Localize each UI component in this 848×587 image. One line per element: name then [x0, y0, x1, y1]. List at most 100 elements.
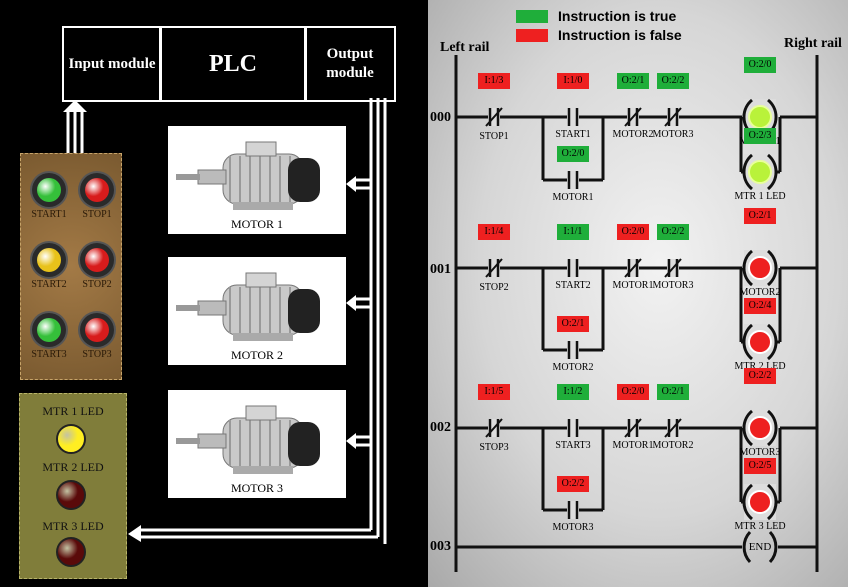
rung1-coil1-label: MOTOR2: [739, 287, 781, 298]
rung1-seal-contact: [567, 341, 579, 359]
motor-3-label: MOTOR 3: [230, 481, 284, 495]
motor-2-label: MOTOR 2: [230, 348, 284, 362]
stop2-label: STOP2: [82, 279, 112, 290]
rung2-coil2-label: MTR 3 LED: [734, 521, 786, 532]
stop3-lamp: [85, 318, 109, 342]
start2-button[interactable]: [32, 243, 66, 277]
ladder-diagram: Instruction is true Instruction is false…: [428, 0, 848, 587]
start2-label: START2: [31, 279, 67, 290]
plc-box: PLC: [159, 26, 307, 102]
right-rail-title: Right rail: [784, 36, 842, 51]
stop3-button[interactable]: [80, 313, 114, 347]
start3-button[interactable]: [32, 313, 66, 347]
left-rail-title: Left rail: [440, 40, 490, 55]
motor-2-icon: [176, 272, 320, 341]
rung1-coil2-label: MTR 2 LED: [734, 361, 786, 372]
rung0-seal-label: MOTOR1: [552, 192, 594, 203]
rung-number-000: 000: [430, 110, 451, 125]
pushbutton-panel: START1 STOP1 START2 STOP2 START3 STOP3: [20, 153, 122, 380]
legend-true-text: Instruction is true: [558, 8, 677, 24]
stop1-button[interactable]: [80, 173, 114, 207]
rung1-coil2-tag: O:2/4: [744, 298, 776, 314]
stop2-button[interactable]: [80, 243, 114, 277]
legend-false-swatch: [516, 29, 548, 42]
end-coil: [742, 530, 778, 564]
plc-hardware-panel: Input module PLC Output module START: [19, 26, 396, 579]
rung0-seal-tag: O:2/0: [557, 146, 589, 162]
rung1-coil1-coil: [742, 249, 778, 287]
rung2-nc2-label: MOTOR2: [652, 440, 694, 451]
rung1-coil1-tag: O:2/1: [744, 208, 776, 224]
rung0-stop-contact: [485, 107, 503, 127]
rung1-nc2-contact: [664, 258, 682, 278]
rung1-nc2-label: MOTOR3: [652, 280, 694, 291]
start1-button[interactable]: [32, 173, 66, 207]
input-module-box: Input module: [62, 26, 162, 102]
rung2-start-contact: [567, 419, 579, 437]
rung0-nc2-label: MOTOR3: [652, 129, 694, 140]
rung2-nc1-label: MOTOR1: [612, 440, 654, 451]
motor-1-image: MOTOR 1: [168, 126, 346, 234]
rung1-coil2-coil: [742, 323, 778, 361]
motor-3-icon: [176, 405, 320, 474]
rung0-coil2-coil: [742, 153, 778, 191]
mtr1-led-label: MTR 1 LED: [42, 404, 104, 418]
rung2-coil2-coil: [742, 483, 778, 521]
rung1-stop-tag: I:1/4: [478, 224, 510, 240]
rung2-stop-contact: [485, 418, 503, 438]
rung2-coil1-tag: O:2/2: [744, 368, 776, 384]
rung1-start-tag: I:1/1: [557, 224, 589, 240]
rung1-nc1-tag: O:2/0: [617, 224, 649, 240]
stop1-label: STOP1: [82, 209, 112, 220]
rung2-nc2-tag: O:2/1: [657, 384, 689, 400]
rung2-coil2-tag: O:2/5: [744, 458, 776, 474]
rung0-seal-contact: [567, 171, 579, 189]
rung1-start-label: START2: [555, 280, 591, 291]
rung1-seal-tag: O:2/1: [557, 316, 589, 332]
rung2-nc2-contact: [664, 418, 682, 438]
rung2-start-label: START3: [555, 440, 591, 451]
mtr1-led: [56, 424, 86, 454]
rung1-stop-label: STOP2: [479, 282, 509, 293]
rung2-coil1-label: MOTOR3: [739, 447, 781, 458]
rung0-start-contact: [567, 108, 579, 126]
start3-label: START3: [31, 349, 67, 360]
rung1-nc1-contact: [624, 258, 642, 278]
motor-1-icon: [176, 141, 320, 210]
rung0-coil1-tag: O:2/0: [744, 57, 776, 73]
mtr2-led: [56, 480, 86, 510]
rung-number-003: 003: [430, 539, 451, 554]
rung0-nc1-contact: [624, 107, 642, 127]
wiring-lines: [63, 98, 387, 544]
rung-number-001: 001: [430, 262, 451, 277]
rung2-seal-contact: [567, 501, 579, 519]
legend-false-text: Instruction is false: [558, 27, 682, 43]
rung0-nc2-contact: [664, 107, 682, 127]
end-label: END: [748, 541, 772, 553]
mtr3-led: [56, 537, 86, 567]
rung0-nc1-tag: O:2/1: [617, 73, 649, 89]
legend-true-swatch: [516, 10, 548, 23]
rung0-coil2-label: MTR 1 LED: [734, 191, 786, 202]
rung1-stop-contact: [485, 258, 503, 278]
led-panel: MTR 1 LED MTR 2 LED MTR 3 LED: [19, 393, 127, 579]
rung0-start-label: START1: [555, 129, 591, 140]
rung0-stop-label: STOP1: [479, 131, 509, 142]
rung2-start-tag: I:1/2: [557, 384, 589, 400]
rung0-start-tag: I:1/0: [557, 73, 589, 89]
rung2-nc1-tag: O:2/0: [617, 384, 649, 400]
rung0-coil2-tag: O:2/3: [744, 128, 776, 144]
mtr3-led-label: MTR 3 LED: [42, 519, 104, 533]
rung0-nc2-tag: O:2/2: [657, 73, 689, 89]
motor-1-label: MOTOR 1: [230, 217, 284, 231]
start2-lamp: [37, 248, 61, 272]
rung1-nc1-label: MOTOR1: [612, 280, 654, 291]
stop2-lamp: [85, 248, 109, 272]
rung1-start-contact: [567, 259, 579, 277]
rung0-nc1-label: MOTOR2: [612, 129, 654, 140]
rung2-nc1-contact: [624, 418, 642, 438]
mtr2-led-label: MTR 2 LED: [42, 460, 104, 474]
rung1-nc2-tag: O:2/2: [657, 224, 689, 240]
motor-3-image: MOTOR 3: [168, 390, 346, 498]
